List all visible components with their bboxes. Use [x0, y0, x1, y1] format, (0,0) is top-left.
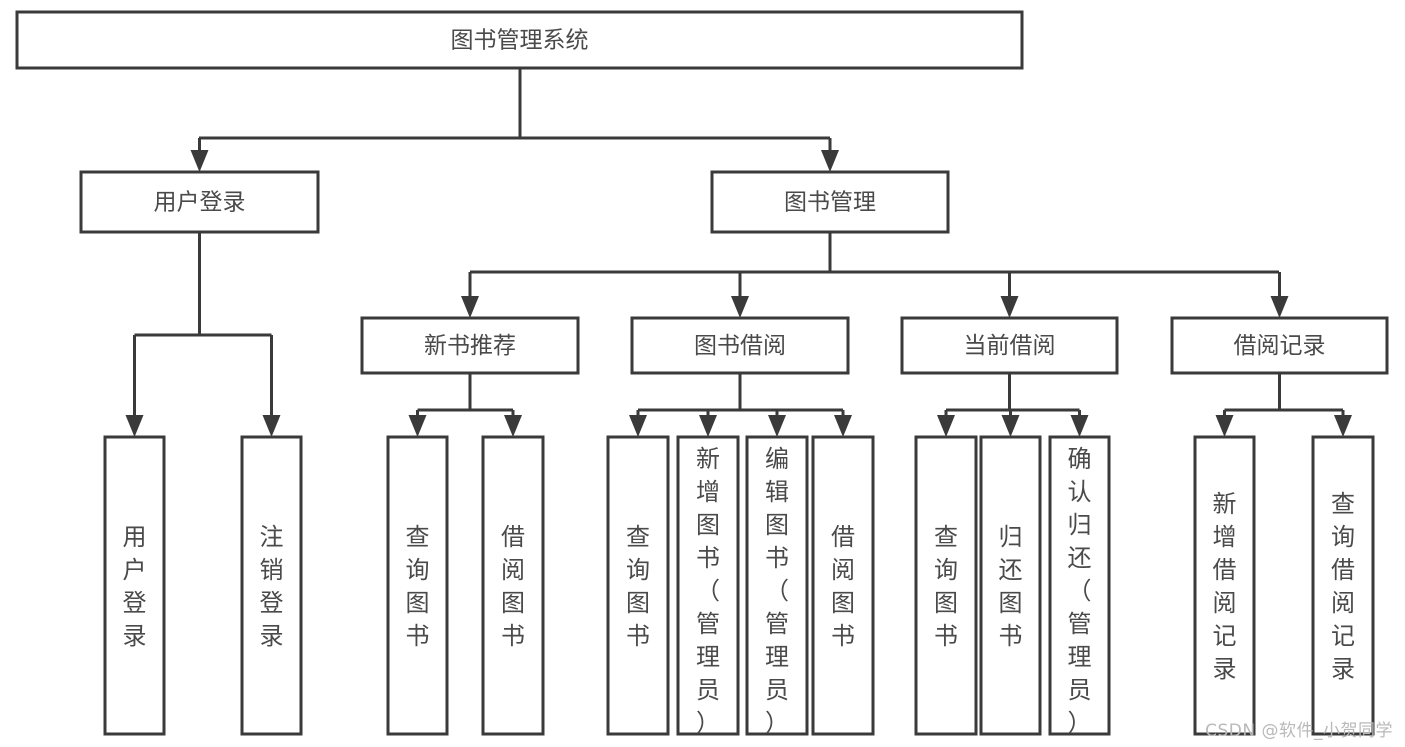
node-box-book-borrow [630, 316, 850, 375]
csdn-watermark: CSDN @软件_小贺同学 [1205, 721, 1393, 741]
arrow-head-icon [1001, 415, 1020, 437]
node-box-edit-book-admin [745, 435, 809, 736]
arrow-head-icon [408, 415, 427, 437]
node-user-login-do[interactable]: 用户登录 [103, 435, 166, 736]
arrow-head-icon [1000, 296, 1019, 318]
node-borrow-book-2[interactable]: 借阅图书 [811, 435, 875, 736]
arrow-head-icon [1270, 296, 1289, 318]
node-label-query-book-1: 查询图书 [406, 523, 430, 650]
node-borrow-record[interactable]: 借阅记录 [1170, 316, 1389, 375]
node-box-user-logout [240, 435, 303, 736]
node-query-book-3[interactable]: 查询图书 [914, 435, 978, 736]
node-user-login[interactable]: 用户登录 [79, 170, 320, 234]
node-label-book-manage: 图书管理 [784, 190, 876, 216]
node-label-query-book-3: 查询图书 [934, 523, 958, 650]
node-query-book-1[interactable]: 查询图书 [386, 435, 449, 736]
node-edit-book-admin[interactable]: 编辑图书（管理员） [745, 435, 809, 737]
node-label-book-borrow: 图书借阅 [694, 333, 786, 359]
node-label-user-login: 用户登录 [154, 190, 246, 216]
node-query-book-2[interactable]: 查询图书 [606, 435, 670, 736]
node-book-borrow[interactable]: 图书借阅 [630, 316, 850, 375]
arrow-head-icon [461, 296, 479, 318]
arrow-head-icon [699, 415, 717, 437]
node-box-book-manage [710, 170, 950, 234]
node-label-add-borrow-record: 新增借阅记录 [1213, 490, 1237, 683]
node-add-borrow-record[interactable]: 新增借阅记录 [1193, 435, 1256, 736]
node-label-borrow-book-2: 借阅图书 [831, 523, 855, 650]
node-label-edit-book-admin: 编辑图书（管理员） [765, 445, 789, 737]
node-user-logout[interactable]: 注销登录 [240, 435, 303, 736]
node-label-borrow-record: 借阅记录 [1234, 333, 1326, 359]
node-borrow-book-1[interactable]: 借阅图书 [481, 435, 545, 736]
node-box-return-book [979, 435, 1042, 736]
node-box-query-borrow-record [1311, 435, 1375, 736]
arrow-head-icon [834, 415, 852, 437]
node-box-query-book-3 [914, 435, 978, 736]
arrow-head-icon [1070, 415, 1089, 437]
arrow-head-icon [1215, 415, 1234, 437]
node-label-query-book-2: 查询图书 [626, 523, 650, 650]
node-label-current-borrow: 当前借阅 [964, 333, 1056, 359]
node-label-root: 图书管理系统 [451, 28, 589, 54]
node-add-book-admin[interactable]: 新增图书（管理员） [676, 435, 740, 737]
node-root[interactable]: 图书管理系统 [15, 10, 1024, 70]
node-current-borrow[interactable]: 当前借阅 [900, 316, 1119, 375]
node-return-book[interactable]: 归还图书 [979, 435, 1042, 736]
node-box-user-login [79, 170, 320, 234]
arrow-head-icon [768, 415, 786, 437]
arrow-head-icon [731, 296, 749, 318]
node-box-current-borrow [900, 316, 1119, 375]
node-box-add-borrow-record [1193, 435, 1256, 736]
node-query-borrow-record[interactable]: 查询借阅记录 [1311, 435, 1375, 736]
node-confirm-return-admin[interactable]: 确认归还（管理员） [1048, 435, 1111, 737]
node-box-new-book-recommend [360, 316, 580, 375]
node-label-user-logout: 注销登录 [260, 523, 284, 650]
node-box-borrow-book-1 [481, 435, 545, 736]
node-label-borrow-book-1: 借阅图书 [501, 523, 525, 650]
node-book-manage[interactable]: 图书管理 [710, 170, 950, 234]
connector-layer [125, 68, 1352, 437]
node-box-borrow-book-2 [811, 435, 875, 736]
arrow-head-icon [821, 150, 839, 172]
node-new-book-recommend[interactable]: 新书推荐 [360, 316, 580, 375]
arrow-head-icon [190, 150, 209, 172]
node-box-query-book-1 [386, 435, 449, 736]
arrow-head-icon [125, 415, 144, 437]
arrow-head-icon [629, 415, 647, 437]
node-box-borrow-record [1170, 316, 1389, 375]
node-label-confirm-return-admin: 确认归还（管理员） [1068, 445, 1092, 737]
arrow-head-icon [504, 415, 522, 437]
arrow-head-icon [937, 415, 955, 437]
arrow-head-icon [1334, 415, 1352, 437]
node-box-query-book-2 [606, 435, 670, 736]
node-label-user-login-do: 用户登录 [123, 523, 147, 650]
node-box-confirm-return-admin [1048, 435, 1111, 736]
node-layer: 图书管理系统用户登录用户登录注销登录图书管理新书推荐查询图书借阅图书图书借阅查询… [15, 10, 1389, 737]
arrow-head-icon [262, 415, 281, 437]
node-label-return-book: 归还图书 [999, 523, 1023, 650]
node-box-user-login-do [103, 435, 166, 736]
node-label-new-book-recommend: 新书推荐 [424, 333, 516, 359]
node-label-add-book-admin: 新增图书（管理员） [696, 445, 720, 737]
node-box-add-book-admin [676, 435, 740, 736]
node-label-query-borrow-record: 查询借阅记录 [1331, 490, 1355, 683]
node-box-root [15, 10, 1024, 70]
